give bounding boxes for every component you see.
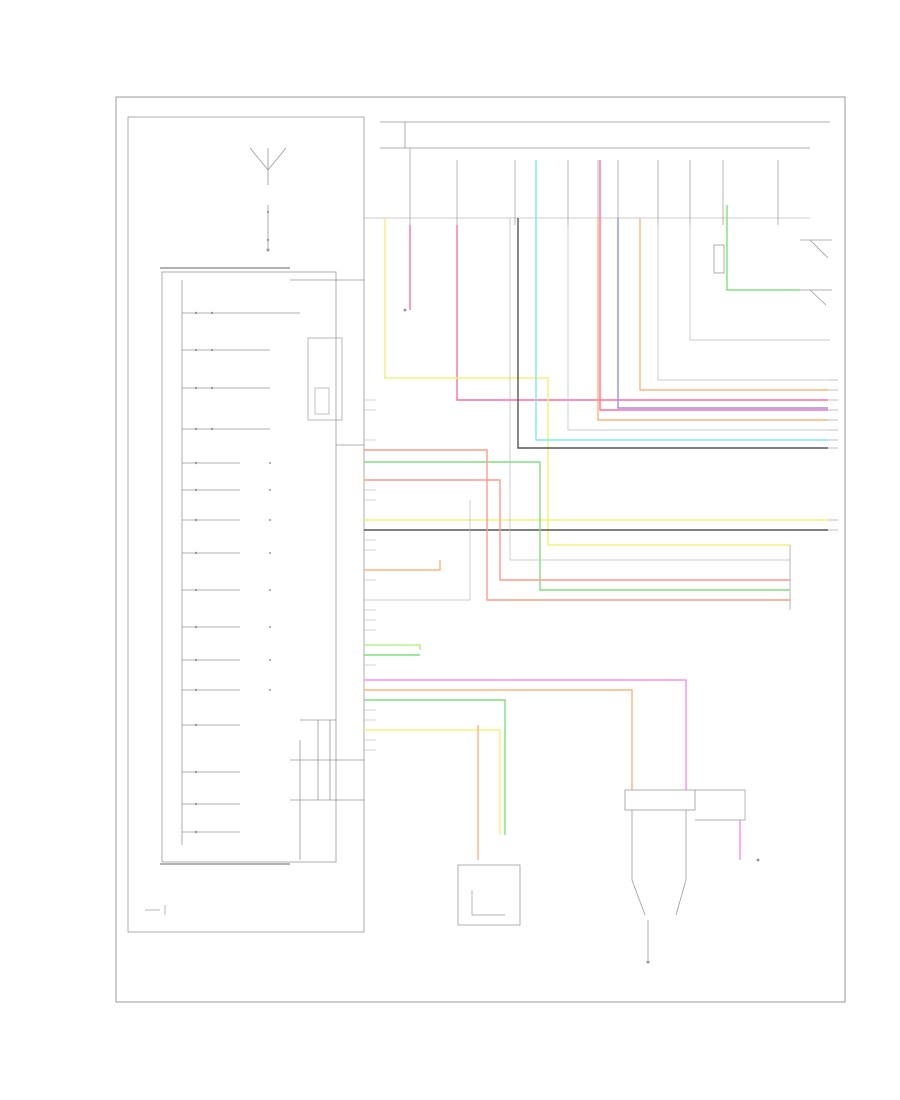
module-sub-inner bbox=[314, 387, 330, 415]
bottom-left-symbol bbox=[145, 905, 166, 915]
control-unit-box bbox=[127, 116, 365, 933]
module-sub-box bbox=[307, 337, 343, 421]
wire-salmon-1 bbox=[364, 449, 790, 601]
wire-orange-1 bbox=[597, 218, 828, 421]
connector-pins-left bbox=[364, 399, 376, 751]
sensor-box bbox=[457, 864, 521, 926]
wire-pink-3 bbox=[599, 160, 828, 411]
right-edge-ticks bbox=[828, 379, 838, 531]
wire-orange-4 bbox=[364, 689, 633, 790]
wire-green-2 bbox=[726, 205, 800, 291]
bottom-right-bracket bbox=[695, 789, 746, 821]
wire-orange-2 bbox=[639, 218, 828, 391]
fuse-drops bbox=[409, 148, 779, 225]
inner-module-box bbox=[161, 271, 337, 863]
wire-cyan bbox=[535, 160, 828, 441]
wire-magenta-1 bbox=[364, 679, 687, 790]
bottom-switches bbox=[631, 810, 687, 960]
wire-lightgreen bbox=[364, 644, 421, 650]
wire-yellow-3 bbox=[364, 729, 501, 835]
module-switch-rows bbox=[182, 312, 270, 833]
wire-orange-3 bbox=[364, 560, 441, 571]
wire-pink-2 bbox=[456, 225, 828, 401]
wire-black-1 bbox=[517, 218, 828, 449]
sensor-inner bbox=[471, 890, 505, 916]
diagram-frame bbox=[115, 96, 846, 1003]
colored-wires bbox=[364, 160, 828, 860]
ground-markers bbox=[266, 248, 760, 964]
wire-blue bbox=[617, 218, 828, 409]
relay-switch-top bbox=[713, 239, 832, 306]
wire-yellow-1 bbox=[384, 218, 790, 546]
module-output-lines bbox=[270, 279, 364, 860]
wire-salmon-2 bbox=[364, 479, 790, 581]
wire-green-3 bbox=[364, 699, 506, 835]
wire-green-1 bbox=[364, 461, 790, 591]
module-switch-contacts bbox=[194, 311, 271, 834]
antenna-dots bbox=[266, 210, 270, 242]
antenna-symbol bbox=[249, 147, 287, 250]
gray-wires bbox=[364, 218, 830, 601]
bottom-right-module bbox=[624, 789, 696, 811]
